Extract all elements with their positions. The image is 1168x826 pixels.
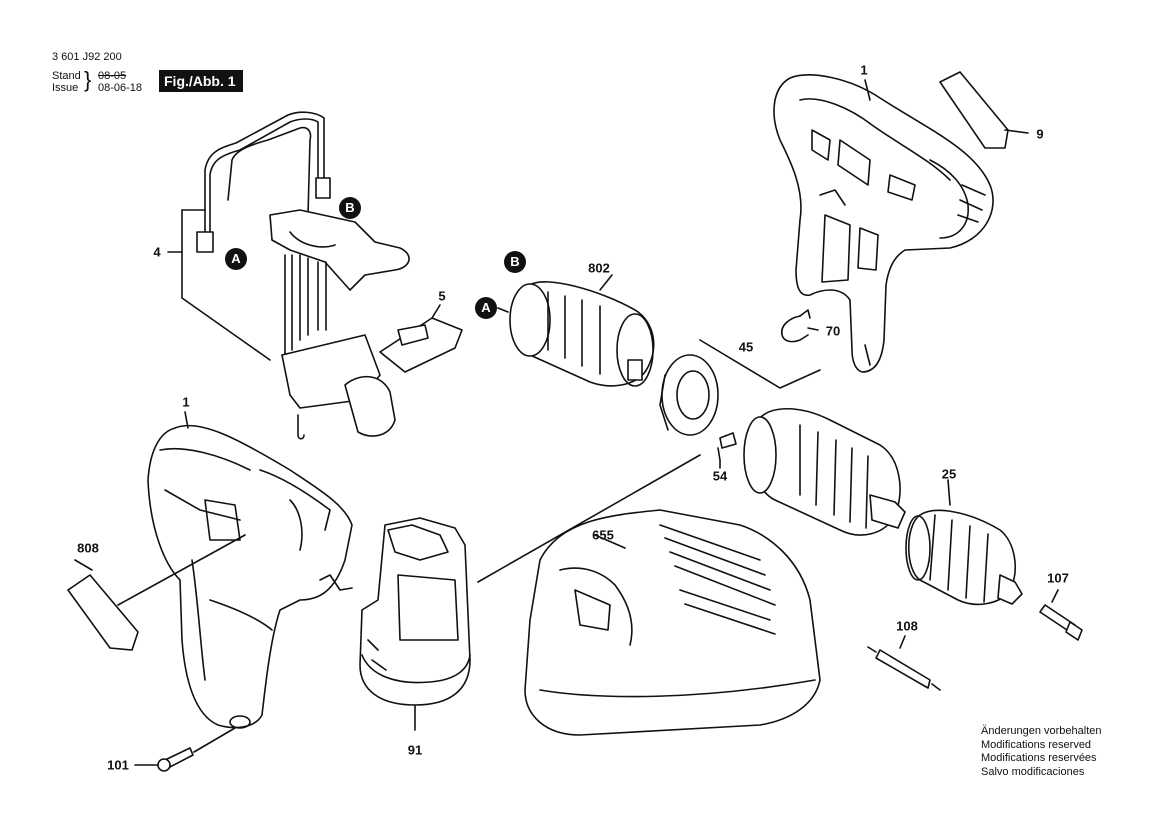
- modifications-line-fr: Modifications reservées: [981, 752, 1097, 764]
- connector-marker-a-motor: A: [475, 297, 497, 319]
- part-label-107: 107: [1047, 570, 1069, 586]
- modifications-line-de: Änderungen vorbehalten: [981, 725, 1102, 737]
- slide-switch-5-drawing: [379, 304, 463, 373]
- screw-107-drawing: [1039, 604, 1083, 641]
- bit-108-drawing: [867, 646, 941, 691]
- part-label-45: 45: [738, 339, 754, 355]
- modifications-notice: Änderungen vorbehalten Modifications res…: [981, 725, 1101, 779]
- part-label-1-front-housing: 1: [182, 394, 190, 410]
- connector-marker-a-harness: A: [225, 248, 247, 270]
- part-label-9: 9: [1036, 126, 1044, 142]
- part-label-655: 655: [592, 527, 614, 543]
- modifications-line-en: Modifications reserved: [981, 738, 1092, 751]
- gearbox-45-drawing: [743, 407, 906, 536]
- label-strip-9-drawing: [939, 71, 1029, 149]
- clip-70-drawing: [780, 309, 819, 343]
- part-label-70: 70: [825, 323, 841, 339]
- stand-date: 08-05: [98, 70, 127, 82]
- rear-housing-drawing: [773, 74, 994, 373]
- issue-label: Issue: [52, 82, 79, 94]
- figure-badge: Fig./Abb. 1: [159, 70, 243, 92]
- part-label-54: 54: [712, 468, 728, 484]
- chuck-25-drawing: [905, 509, 1023, 606]
- motor-802-drawing: [497, 281, 655, 387]
- issue-date: 08-06-18: [98, 82, 143, 94]
- leader-lines: [184, 79, 1059, 649]
- doc-number: 3 601 J92 200: [52, 51, 122, 63]
- connector-marker-b-harness: B: [339, 197, 361, 219]
- part-label-802: 802: [588, 260, 610, 276]
- screw-101-drawing: [134, 727, 236, 772]
- label-strip-808-drawing: [67, 534, 246, 651]
- battery-91-drawing: [359, 454, 701, 731]
- part-label-108: 108: [896, 618, 918, 634]
- modifications-line-es: Salvo modificaciones: [981, 765, 1085, 778]
- part-label-25: 25: [941, 466, 957, 482]
- bracket-glyph: }: [84, 67, 92, 92]
- gear-plate-drawing: [659, 339, 821, 461]
- charger-655-drawing: [524, 509, 821, 736]
- stand-label: Stand: [52, 70, 81, 82]
- part-label-808: 808: [77, 540, 99, 556]
- part-label-4: 4: [153, 244, 161, 260]
- wiring-harness-drawing: [167, 111, 410, 440]
- front-housing-drawing: [147, 424, 353, 729]
- part-label-1-rear-housing: 1: [860, 62, 868, 78]
- part-label-91: 91: [407, 742, 423, 758]
- part-label-101: 101: [107, 757, 129, 773]
- part-label-5: 5: [438, 288, 446, 304]
- connector-marker-b-motor: B: [504, 251, 526, 273]
